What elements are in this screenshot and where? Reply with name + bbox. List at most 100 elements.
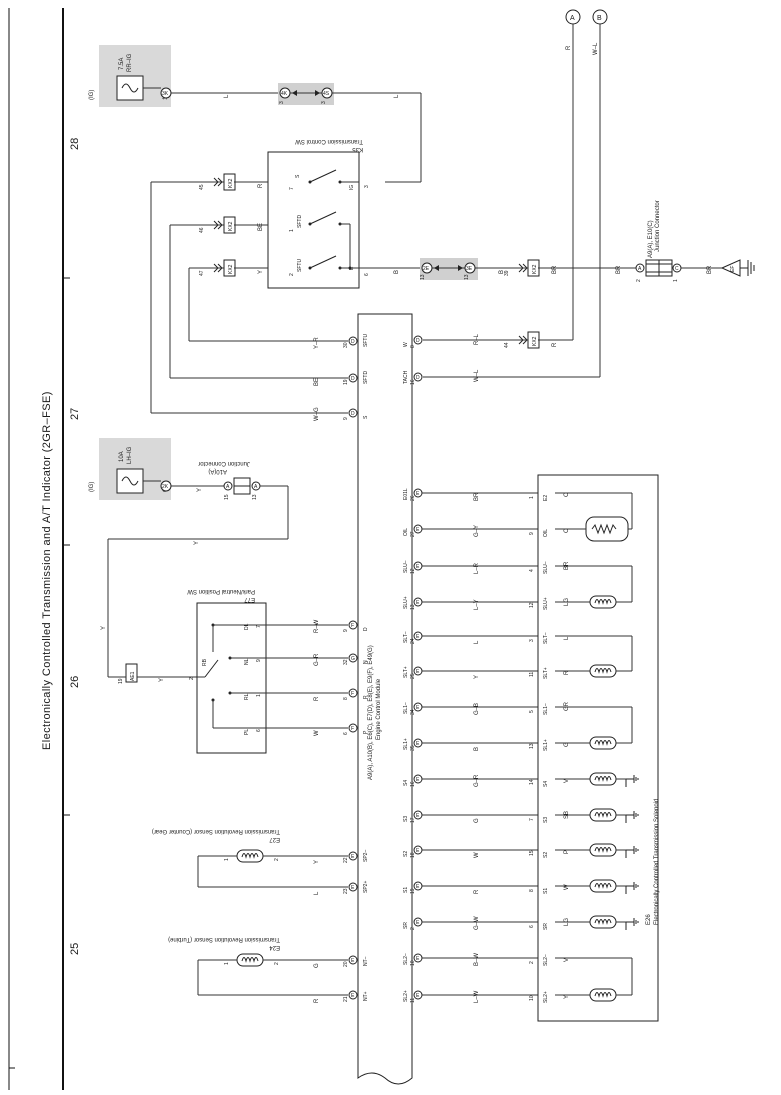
wire-color: Y bbox=[474, 675, 480, 679]
wire-color: O bbox=[564, 528, 570, 533]
ecm-pin-s3: E bbox=[413, 810, 423, 820]
ecm-pin-number: 18 bbox=[410, 852, 416, 858]
ecm-terminal-label: W bbox=[403, 342, 409, 347]
svg-text:R: R bbox=[258, 183, 264, 188]
ecm-terminal-label: S1 bbox=[403, 887, 409, 893]
wire-color: L bbox=[564, 636, 570, 640]
solenoid-coil bbox=[589, 772, 617, 786]
solenoid-pin: 13 bbox=[529, 743, 535, 749]
connector-ae1: AE1 19 bbox=[118, 663, 138, 684]
solenoid-coil bbox=[589, 915, 617, 929]
junction-4k-4s: 4K 4S 3 3 bbox=[278, 83, 334, 105]
svg-text:E24: E24 bbox=[269, 944, 280, 950]
svg-text:A9(A), E10(C): A9(A), E10(C) bbox=[648, 220, 654, 258]
ecm-terminal-label: SLU– bbox=[403, 560, 409, 573]
ecm-pin-sr: E bbox=[413, 917, 423, 927]
svg-text:47: 47 bbox=[199, 270, 205, 276]
svg-text:F: F bbox=[351, 726, 354, 732]
ecm-terminal-label: SR bbox=[403, 922, 409, 929]
svg-text:A: A bbox=[638, 266, 642, 272]
solenoid-terminal-label: S4 bbox=[543, 781, 549, 787]
wire-color: BR bbox=[564, 561, 570, 570]
solenoid-terminal-label: S3 bbox=[543, 817, 549, 823]
wire-color: W–L bbox=[474, 369, 480, 382]
ecm-terminal-label: SFTU bbox=[363, 334, 369, 347]
wire-color: BR bbox=[474, 492, 480, 501]
solenoid-coil bbox=[589, 595, 617, 609]
solenoid-coil bbox=[589, 988, 617, 1002]
offsheet-b: B bbox=[592, 9, 608, 25]
svg-text:B: B bbox=[597, 15, 602, 22]
ecm-pin-number: 9 bbox=[343, 417, 349, 420]
svg-text:D: D bbox=[416, 338, 420, 344]
wire-color: W bbox=[474, 852, 480, 858]
fuse-rr-ig: 7.5A RR–IG (IG) 13 3K bbox=[89, 45, 172, 107]
svg-text:2: 2 bbox=[636, 279, 642, 282]
svg-text:F: F bbox=[351, 691, 354, 697]
svg-text:Y: Y bbox=[159, 678, 165, 682]
svg-text:SFTD: SFTD bbox=[297, 215, 303, 228]
ecm-terminal-label: SL1+ bbox=[403, 738, 409, 750]
ecm-pin-sl1+: E bbox=[413, 738, 423, 748]
wire-color: L–W bbox=[474, 990, 480, 1003]
svg-text:Engine Control Module: Engine Control Module bbox=[376, 678, 382, 740]
svg-text:W–L: W–L bbox=[593, 42, 599, 55]
ecm-terminal-label: S2 bbox=[403, 851, 409, 857]
wire-color: L bbox=[474, 640, 480, 644]
wire-color: G–B bbox=[474, 703, 480, 715]
ecm-pin-number: 9 bbox=[343, 629, 349, 632]
ecm-pin-sftu: D bbox=[348, 336, 358, 346]
revolution-sensor-turbine: E24 Transmission Revolution Sensor (Turb… bbox=[168, 936, 280, 967]
junction-2e-3e: 2E 3E 13 13 bbox=[420, 258, 478, 280]
svg-text:B: B bbox=[499, 270, 505, 274]
ecm-pin-number: 34 bbox=[410, 709, 416, 715]
solenoid-terminal-label: SL2– bbox=[543, 954, 549, 966]
ecm-terminal-label: SL2+ bbox=[403, 990, 409, 1002]
svg-text:E: E bbox=[416, 956, 420, 962]
ecm-pin-number: 30 bbox=[343, 342, 349, 348]
ecm-pin-s: D bbox=[348, 408, 358, 418]
svg-text:2E: 2E bbox=[423, 266, 430, 272]
svg-text:6: 6 bbox=[364, 273, 370, 276]
ecm-terminal-label: NT– bbox=[363, 956, 369, 966]
svg-text:E: E bbox=[416, 564, 420, 570]
svg-text:7: 7 bbox=[289, 187, 295, 190]
svg-text:KX2: KX2 bbox=[228, 178, 234, 188]
svg-text:KX2: KX2 bbox=[228, 264, 234, 274]
svg-text:EF: EF bbox=[730, 266, 736, 272]
junction-connector-a9: A9(A), E10(C) Junction Connector A C 2 1 bbox=[635, 200, 682, 282]
ecm-pin-number: 16 bbox=[410, 781, 416, 787]
ecm-pin-sftd: D bbox=[348, 373, 358, 383]
ecm-pin-nt–: E bbox=[348, 955, 358, 965]
svg-text:E: E bbox=[416, 491, 420, 497]
column-number-28: 28 bbox=[69, 138, 81, 150]
ecm-pin-slt–: E bbox=[413, 631, 423, 641]
ecm-terminal-label: SLT– bbox=[403, 631, 409, 643]
svg-text:D: D bbox=[351, 339, 355, 345]
svg-text:2K: 2K bbox=[162, 484, 169, 490]
ecm-terminal-label: S4 bbox=[403, 780, 409, 786]
ecm-pin-number: 13 bbox=[410, 604, 416, 610]
svg-text:10A: 10A bbox=[119, 451, 125, 462]
svg-text:F: F bbox=[351, 623, 354, 629]
ecm-pin-tach: D bbox=[413, 372, 423, 382]
solenoid-terminal-label: SL1– bbox=[543, 703, 549, 715]
solenoid-pin: 15 bbox=[529, 850, 535, 856]
ecm-terminal-label: S3 bbox=[403, 816, 409, 822]
ecm-pin-number: 8 bbox=[343, 697, 349, 700]
svg-text:S: S bbox=[295, 174, 301, 178]
solenoid-terminal-label: S1 bbox=[543, 888, 549, 894]
svg-text:G: G bbox=[351, 656, 355, 662]
solenoid-terminal-label: SLU– bbox=[543, 561, 549, 574]
ecm-terminal-label: R bbox=[363, 695, 369, 699]
svg-text:BR: BR bbox=[552, 265, 558, 274]
svg-text:Junction Connector: Junction Connector bbox=[198, 460, 250, 466]
ecm-pin-number: 25 bbox=[410, 673, 416, 679]
svg-text:2: 2 bbox=[189, 677, 195, 680]
wire-color: B–W bbox=[474, 953, 480, 966]
solenoid-terminal-label: SR bbox=[543, 923, 549, 930]
fuse-lh-ig: 10A LH–IG (IG) 6 2K bbox=[89, 438, 172, 500]
ecm-pin-nt+: E bbox=[348, 990, 358, 1000]
svg-text:BE: BE bbox=[258, 223, 264, 231]
wire-color: Y bbox=[314, 860, 320, 864]
